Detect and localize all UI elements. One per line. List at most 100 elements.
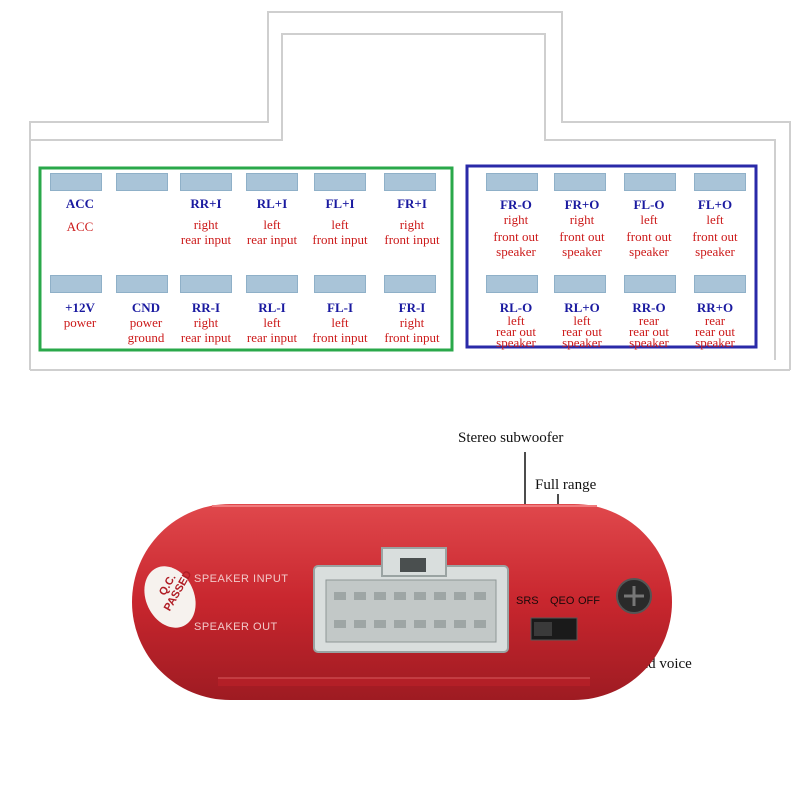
pin-label: FL-I left front input [305, 300, 375, 345]
pin-slot [554, 275, 606, 293]
connector-pin [374, 620, 386, 628]
pin-label: FL+O left front out speaker [680, 197, 750, 259]
pin-desc: speaker [629, 335, 669, 350]
pin-desc: front out [692, 229, 738, 244]
pin-slot [314, 275, 366, 293]
connector-pin [354, 620, 366, 628]
pin-desc: front input [384, 330, 440, 345]
pin-slot [116, 275, 168, 293]
pin-label: RR-O rear rear out speaker [614, 300, 684, 350]
pin-slot [624, 173, 676, 191]
connector-pin [474, 592, 486, 600]
speaker-input-label: SPEAKER INPUT [194, 573, 289, 585]
pin-desc: right [399, 315, 425, 330]
callout-stereo-subwoofer: Stereo subwoofer [458, 430, 564, 446]
switch-label-srs: SRS [516, 595, 539, 607]
pin-desc: rear input [246, 330, 298, 345]
pin-desc: speaker [496, 335, 536, 350]
pin-desc: rear [638, 313, 660, 328]
pin-desc: left [507, 313, 525, 328]
pin-desc: right [503, 212, 529, 227]
connector-pin [334, 620, 346, 628]
connector-pin [434, 620, 446, 628]
pin-code: RL-O [499, 300, 533, 315]
connector-inner-outline [30, 33, 776, 360]
pin-desc: left [263, 217, 281, 232]
pin-slot [314, 173, 366, 191]
pin-desc: rear out [561, 324, 603, 339]
pin-label: RL+I left rear input [237, 196, 307, 247]
connector-pins [334, 592, 486, 628]
pin-code: RR+I [190, 196, 222, 211]
qc-badge [144, 566, 196, 628]
pin-desc: left [263, 315, 281, 330]
pin-label: RR-I right rear input [171, 300, 241, 345]
pin-desc: right [193, 315, 219, 330]
pin-desc: speaker [496, 244, 536, 259]
pin-desc: right [193, 217, 219, 232]
pin-code: RL+I [256, 196, 288, 211]
mode-slide-switch[interactable] [530, 614, 580, 644]
pin-desc: rear input [246, 232, 298, 247]
pin-label: FL-O left front out speaker [614, 197, 684, 259]
connector-pin [414, 592, 426, 600]
input-group-box [38, 166, 454, 352]
connector-pin [454, 620, 466, 628]
connector-latch-slot [400, 558, 426, 572]
connector-pin [454, 592, 466, 600]
pin-code: ACC [65, 196, 95, 211]
pin-slot [384, 173, 436, 191]
speaker-out-label: SPEAKER OUT [194, 621, 278, 633]
harness-connector [313, 547, 509, 653]
connector-pin [474, 620, 486, 628]
connector-cavity [325, 579, 497, 643]
pin-code: RR-O [632, 300, 666, 315]
connector-pin [394, 620, 406, 628]
pin-slot [50, 275, 102, 293]
pin-desc: front input [312, 330, 368, 345]
pin-desc: rear out [495, 324, 537, 339]
callout-full-range: Full range [535, 477, 597, 493]
pin-slot [486, 275, 538, 293]
device-body: Q.C. PASSED SPEAKER INPUT SPEAKER OUT SR… [132, 502, 672, 702]
pin-code: FL-I [327, 300, 353, 315]
pin-desc: rear out [694, 324, 736, 339]
pin-desc: ground [127, 330, 165, 345]
connector-pin [354, 592, 366, 600]
pin-label: FR-I right front input [377, 300, 447, 345]
pin-slot [624, 275, 676, 293]
pin-desc: speaker [562, 244, 602, 259]
pin-code: FL+O [697, 197, 733, 212]
connector-pin [414, 620, 426, 628]
pin-desc: rear input [180, 330, 232, 345]
switch-knob [534, 622, 552, 636]
pin-code: RR-I [191, 300, 221, 315]
pin-label: FL+I left front input [305, 196, 375, 247]
pin-desc: left [331, 217, 349, 232]
pin-code: FR-O [500, 197, 532, 212]
mounting-screw-icon [616, 578, 652, 614]
pin-slot [486, 173, 538, 191]
pin-desc: left [573, 313, 591, 328]
pin-desc: right [569, 212, 595, 227]
pin-code: FR-I [398, 300, 426, 315]
connector-pin [334, 592, 346, 600]
pin-desc: speaker [562, 335, 602, 350]
pin-slot [180, 275, 232, 293]
pin-code: FL-O [633, 197, 665, 212]
pin-desc: power [129, 315, 163, 330]
pin-code: FR+I [397, 196, 427, 211]
pin-code: CND [131, 300, 161, 315]
pin-desc: ACC [66, 219, 94, 234]
pin-label: RR+O rear rear out speaker [680, 300, 750, 349]
pin-label: ACC ACC [45, 196, 115, 234]
pin-slot [50, 173, 102, 191]
pin-label: CND power ground [111, 300, 181, 345]
pin-slot [116, 173, 168, 191]
pin-label: FR+I right front input [377, 196, 447, 247]
pin-label: RL-I left rear input [237, 300, 307, 345]
pin-code: FR+O [564, 197, 600, 212]
pin-desc: rear out [628, 324, 670, 339]
pin-label: RL-O left rear out speaker [481, 300, 551, 350]
